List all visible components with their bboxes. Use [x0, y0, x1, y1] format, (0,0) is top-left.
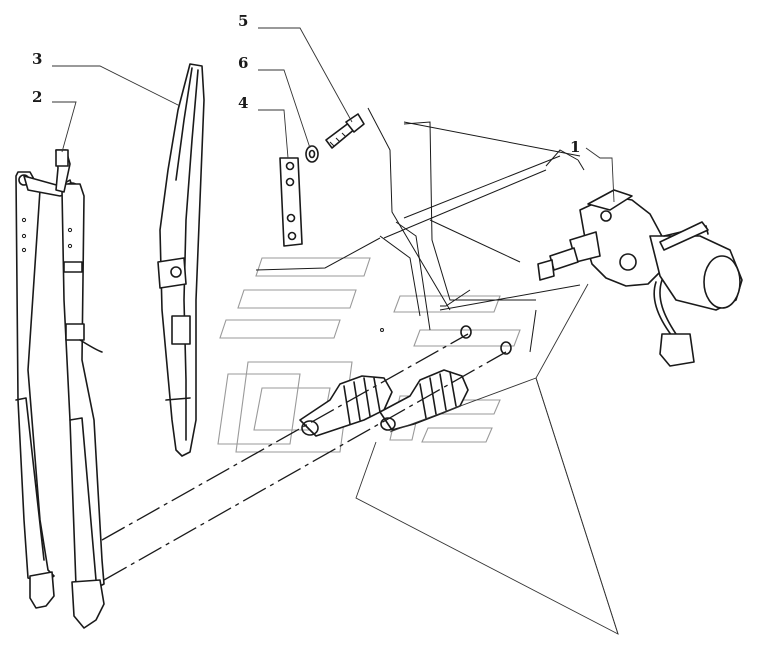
- spindle-bushings: [299, 325, 512, 437]
- callout-3: 3: [32, 50, 43, 68]
- callout-1: 1: [570, 138, 581, 156]
- washer: [305, 145, 319, 163]
- wiper-blade: [157, 63, 205, 457]
- callout-6: 6: [238, 54, 249, 72]
- wiper-motor: [537, 189, 743, 367]
- callout-2: 2: [32, 88, 43, 106]
- mounting-plate: [279, 157, 303, 247]
- callout-5: 5: [238, 12, 249, 30]
- background-watermark: [217, 257, 521, 453]
- bolt: [325, 113, 365, 149]
- callout-4: 4: [238, 94, 249, 112]
- callout-leaders: [52, 27, 619, 635]
- cab-panel-outline: [255, 107, 585, 353]
- alignment-lines: [101, 333, 507, 581]
- wiper-arm-assembly: [15, 149, 105, 629]
